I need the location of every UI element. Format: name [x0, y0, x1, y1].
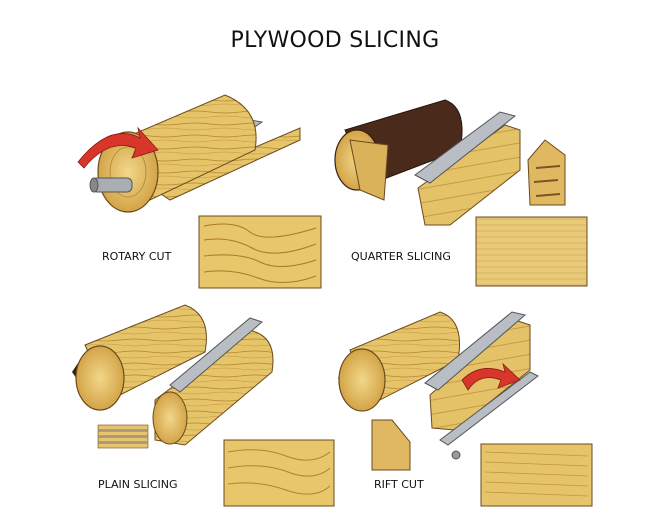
quarter-grain-sample	[475, 216, 588, 287]
rift-arrow-icon	[461, 362, 521, 391]
plain-grain-sample	[223, 439, 335, 507]
rift-grain-sample	[480, 443, 593, 507]
plain-slicing-label: PLAIN SLICING	[98, 478, 178, 491]
quarter-block-icon	[527, 139, 566, 206]
rotation-arrow-icon	[77, 126, 159, 169]
stacked-veneer-icon	[97, 424, 149, 449]
rift-cut-label: RIFT CUT	[374, 478, 424, 491]
rotary-cut-label: ROTARY CUT	[102, 250, 172, 263]
quarter-slicing-label: QUARTER SLICING	[351, 250, 451, 263]
diagram-title: PLYWOOD SLICING	[230, 28, 440, 53]
rift-block-icon	[371, 419, 411, 471]
rotary-grain-sample	[198, 215, 322, 289]
